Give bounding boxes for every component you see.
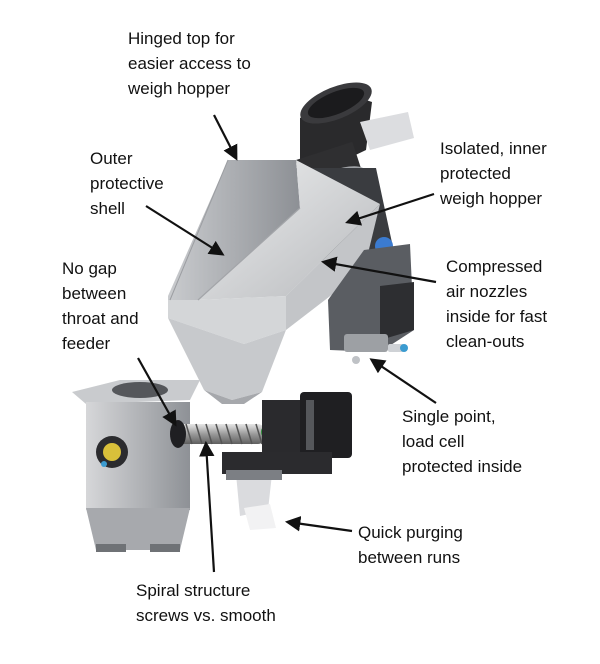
callout-spiral-screws: Spiral structure screws vs. smooth [136, 578, 276, 628]
callout-inner-hopper: Isolated, inner protected weigh hopper [440, 136, 547, 211]
callout-quick-purging: Quick purging between runs [358, 520, 463, 570]
callout-spiral-screws-line-1: Spiral structure [136, 581, 251, 600]
arrow-quick-purging [284, 516, 353, 533]
control-block [328, 244, 414, 364]
machine-illustration [72, 82, 414, 552]
callout-air-nozzles-line-4: clean-outs [446, 332, 525, 351]
arrow-no-gap [137, 357, 177, 427]
callout-air-nozzles-line-2: air nozzles [446, 282, 528, 301]
callout-hinged-top-line-1: Hinged top for [128, 29, 235, 48]
callout-load-cell-line-2: load cell [402, 432, 465, 451]
callout-hinged-top-line-2: easier access to [128, 54, 251, 73]
callout-no-gap-line-4: feeder [62, 334, 111, 353]
arrow-inner-hopper [345, 192, 435, 226]
callout-load-cell-line-1: Single point, [402, 407, 496, 426]
callout-no-gap-line-1: No gap [62, 259, 117, 278]
callout-outer-shell: Outer protective shell [90, 146, 164, 221]
callout-no-gap-line-2: between [62, 284, 127, 303]
callout-air-nozzles-line-1: Compressed [446, 257, 543, 276]
callout-quick-purging-line-2: between runs [358, 548, 461, 567]
arrow-air-nozzles [320, 256, 437, 284]
arrow-load-cell [369, 358, 437, 404]
callout-outer-shell-line-3: shell [90, 199, 125, 218]
callout-spiral-screws-line-2: screws vs. smooth [136, 606, 276, 625]
callout-air-nozzles: Compressed air nozzles inside for fast c… [446, 254, 547, 354]
callout-no-gap: No gap between throat and feeder [62, 256, 139, 356]
feeder-motor [222, 392, 352, 474]
feed-throat [72, 380, 200, 552]
arrow-outer-shell [145, 205, 225, 256]
callout-arrows [137, 114, 437, 573]
callout-inner-hopper-line-2: protected [440, 164, 511, 183]
arrow-hinged-top [213, 114, 238, 161]
callout-inner-hopper-line-3: weigh hopper [440, 189, 543, 208]
callout-outer-shell-line-2: protective [90, 174, 164, 193]
callout-outer-shell-line-1: Outer [90, 149, 133, 168]
callout-hinged-top: Hinged top for easier access to weigh ho… [128, 26, 251, 101]
spiral-screw [170, 420, 275, 448]
purge-outlet [226, 470, 282, 530]
callout-load-cell-line-3: protected inside [402, 457, 523, 476]
arrow-spiral-screws [199, 440, 216, 573]
callout-inner-hopper-line-1: Isolated, inner [440, 139, 547, 158]
callout-quick-purging-line-1: Quick purging [358, 523, 463, 542]
callout-air-nozzles-line-3: inside for fast [446, 307, 548, 326]
callout-hinged-top-line-3: weigh hopper [128, 79, 231, 98]
callout-no-gap-line-3: throat and [62, 309, 139, 328]
callout-load-cell: Single point, load cell protected inside [402, 404, 522, 479]
